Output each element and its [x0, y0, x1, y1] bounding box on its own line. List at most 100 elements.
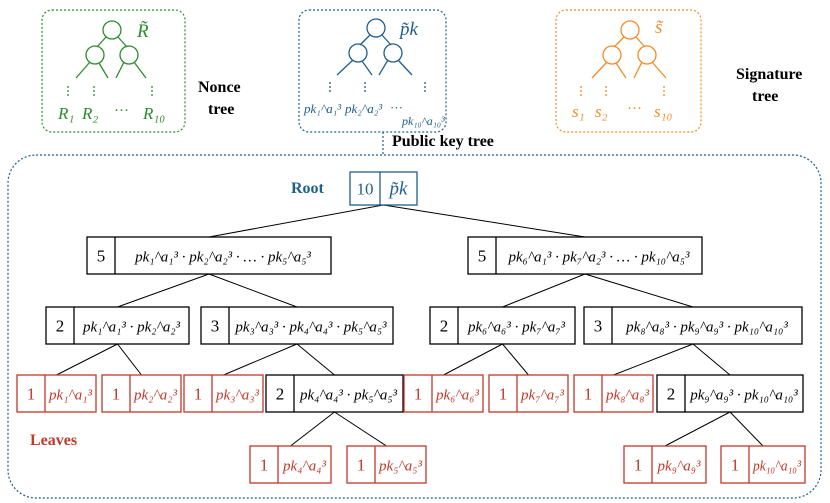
nonce-tree-label-2: tree	[208, 101, 234, 118]
leaf-node-7-box	[573, 374, 654, 413]
level2-node-1-count: 2	[56, 317, 65, 336]
leaf-node-3-count: 1	[194, 385, 203, 404]
leaf-node-l4-2-value: pk₅^a₅³	[378, 459, 422, 475]
edge-l2b-l3d	[296, 343, 335, 376]
nonce-leaf-ellipsis: ···	[114, 103, 129, 119]
leaf-node-7-value: pk₈^a₈³	[605, 388, 649, 404]
level2-node-2-count: 3	[211, 317, 220, 336]
leaf-node-l4-2: 1 pk₅^a₅³	[346, 445, 427, 484]
leaf-node-l4-3-value: pk₉^a₉³	[657, 459, 701, 475]
level2-node-3: 2 pk₆^a₆³ · pk₇^a₇³	[429, 306, 576, 345]
leaf-node-l4-2-box	[346, 445, 427, 484]
leaf-node-l4-3-box	[623, 445, 707, 484]
sig-leaf-10: s₁₀	[654, 102, 673, 121]
level1-node-2-value: pk₆^a₁³ · pk₇^a₂³ · … · pk₁₀^a₅³	[507, 250, 690, 266]
leaf-node-6-box	[488, 374, 569, 413]
nonce-tree-frame	[41, 9, 186, 133]
pk-leaf-ellipsis: ···	[390, 100, 403, 115]
leaf-node-2-value: pk₂^a₂³	[133, 388, 177, 404]
leaf-node-l4-4-count: 1	[731, 456, 740, 475]
sig-leaf-2: s₂	[595, 102, 608, 121]
edge-l1a-l2b	[208, 273, 298, 308]
level3-node-8-box	[656, 374, 804, 413]
leaves-label: Leaves	[30, 432, 77, 449]
edge-l3h-l4d	[729, 411, 764, 447]
level1-node-1-box	[86, 236, 332, 275]
leaf-node-l4-3: 1 pk₉^a₉³	[623, 445, 707, 484]
edge-l3h-l4c	[664, 411, 731, 447]
leaf-node-1-box	[16, 374, 97, 413]
edge-l2c-l3f	[502, 343, 529, 376]
leaf-node-l4-2-count: 1	[357, 456, 366, 475]
level2-node-1-box	[45, 306, 190, 345]
level2-node-1-value: pk₁^a₁³ · pk₂^a₂³	[82, 320, 181, 336]
root-label: Root	[291, 180, 325, 197]
leaf-node-3-value: pk₃^a₃³	[215, 388, 259, 404]
sig-root-label: s̃	[655, 17, 664, 38]
leaf-node-l4-1-count: 1	[260, 456, 269, 475]
pk-tree-frame	[298, 9, 447, 133]
level2-node-1: 2 pk₁^a₁³ · pk₂^a₂³	[45, 306, 190, 345]
leaf-node-3-box	[183, 374, 264, 413]
leaf-node-1-value: pk₁^a₁³	[48, 388, 92, 404]
leaf-node-2-count: 1	[112, 385, 121, 404]
pk-leaf-10: pk₁₀^a₁₀³	[401, 114, 445, 128]
level3-node-8-value: pk₉^a₉³ · pk₁₀^a₁₀³	[689, 388, 798, 404]
leaf-node-l4-1-value: pk₄^a₄³	[282, 459, 326, 475]
edge-l3d-l4a	[290, 411, 335, 447]
edge-root-l1b	[383, 204, 586, 238]
leaf-node-1-count: 1	[27, 385, 36, 404]
edge-root-l1a	[208, 204, 384, 238]
edge-l1b-l2d	[584, 273, 694, 308]
signature-tree: s̃ s₁ s₂ ··· s₁₀ Signature tree	[555, 9, 802, 133]
level2-node-3-box	[429, 306, 576, 345]
level2-node-3-count: 2	[440, 317, 449, 336]
leaf-node-l4-3-count: 1	[634, 456, 643, 475]
leaf-node-2-box	[101, 374, 182, 413]
edge-l2b-l3c	[223, 343, 298, 376]
nonce-tree: R̃ R₁ R₂ ··· R₁₀ Nonce tree	[41, 9, 241, 133]
nonce-tree-label-1: Nonce	[198, 79, 241, 96]
pk-tree-label: Public key tree	[392, 133, 494, 150]
level3-node-4-box	[265, 374, 404, 413]
signature-tree-frame	[555, 9, 702, 133]
level1-node-1-count: 5	[97, 247, 106, 266]
main-tree-frame	[7, 154, 822, 499]
sig-leaf-1: s₁	[572, 102, 585, 121]
edge-l1b-l2c	[502, 273, 586, 308]
edge-l2a-l3a	[56, 343, 118, 376]
edge-l2a-l3b	[117, 343, 142, 376]
leaf-node-l4-1-box	[249, 445, 332, 484]
edge-l1a-l2a	[117, 273, 210, 308]
leaf-node-5-value: pk₆^a₆³	[435, 388, 479, 404]
root-node-box	[349, 171, 418, 206]
level2-node-4-count: 3	[594, 317, 603, 336]
root-node-count: 10	[357, 180, 374, 199]
root-node-value: p̃k	[388, 179, 409, 200]
pk-leaf-2: pk₂^a₂³	[344, 101, 383, 116]
edge-l3d-l4b	[334, 411, 387, 447]
edge-l2d-l3h	[692, 343, 731, 376]
leaf-node-6-count: 1	[499, 385, 508, 404]
nonce-leaf-2: R₂	[81, 104, 98, 123]
leaf-node-5-box	[403, 374, 484, 413]
level2-node-2-box	[200, 306, 394, 345]
nonce-leaf-10: R₁₀	[142, 104, 165, 123]
level2-node-3-value: pk₆^a₆³ · pk₇^a₇³	[467, 320, 566, 336]
root-node: 10 p̃k	[349, 171, 418, 206]
tree-edges	[56, 204, 764, 447]
leaf-node-l4-4-box	[720, 445, 806, 484]
signature-tree-label-2: tree	[752, 88, 778, 105]
level2-node-4-box	[583, 306, 803, 345]
